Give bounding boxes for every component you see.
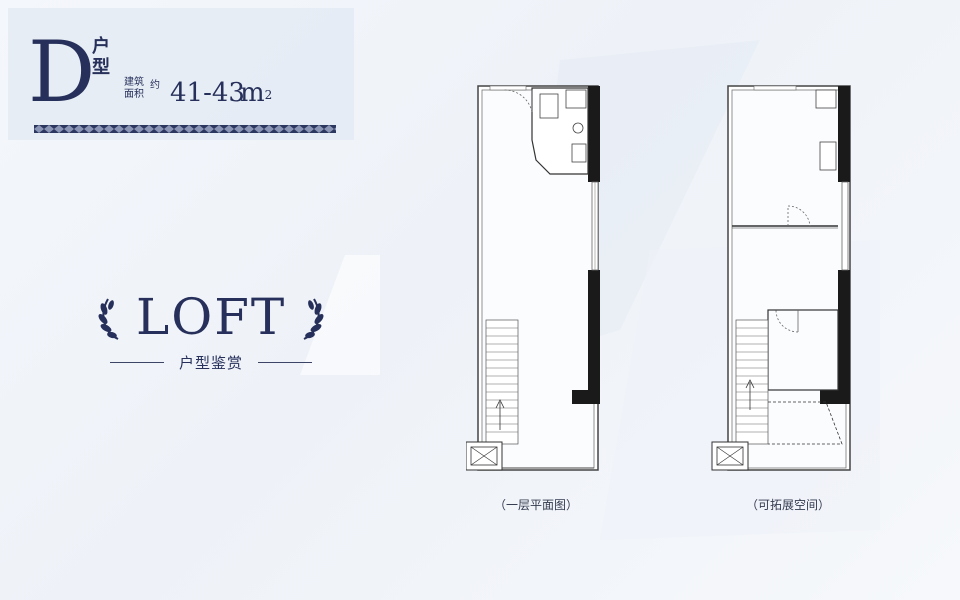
unit-type-label: 户型 xyxy=(92,36,110,78)
area-label: 建筑面积 xyxy=(124,77,144,100)
caption-expandable-space: （可拓展空间） xyxy=(745,498,830,512)
caption-ground-floor: （一层平面图） xyxy=(493,498,578,512)
area-unit: m2 xyxy=(240,78,273,108)
laurel-left-icon xyxy=(98,298,119,340)
laurel-right-icon xyxy=(303,298,324,340)
area-approx-label: 约 xyxy=(150,80,160,91)
decorative-pattern-strip xyxy=(34,125,336,133)
unit-type-letter: D xyxy=(28,23,95,121)
title-card xyxy=(8,8,354,140)
loft-title: LOFT xyxy=(136,288,287,346)
subtitle-line-left xyxy=(110,362,164,363)
floor-plan-ground xyxy=(466,85,600,471)
subtitle-line-right xyxy=(258,362,312,363)
floor-plan-expandable xyxy=(711,85,851,471)
subtitle: 户型鉴赏 xyxy=(178,354,243,372)
area-value: 41-43 xyxy=(170,78,245,108)
